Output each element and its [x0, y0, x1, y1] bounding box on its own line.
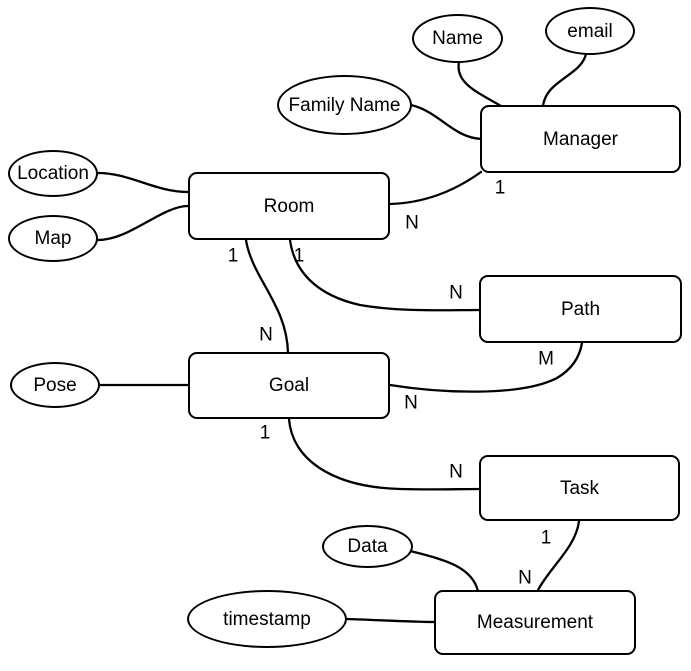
attribute-email-label: email — [567, 20, 613, 42]
edge-goal-task — [287, 417, 482, 491]
entity-goal[interactable]: Goal — [188, 352, 390, 419]
cardinality-room-goal-1: 1 — [227, 245, 239, 267]
edge-data-measurement — [408, 549, 480, 593]
attribute-name[interactable]: Name — [412, 14, 503, 63]
attribute-timestamp-label: timestamp — [223, 608, 311, 630]
edge-goal-path — [388, 341, 584, 393]
cardinality-task-measurement-1: 1 — [540, 527, 552, 549]
entity-measurement[interactable]: Measurement — [434, 590, 636, 655]
edge-map-room — [96, 204, 190, 242]
edge-familyname-manager — [409, 103, 483, 141]
cardinality-room-path-n: N — [449, 282, 463, 304]
entity-manager-label: Manager — [543, 128, 618, 150]
attribute-map-label: Map — [34, 228, 72, 249]
attribute-family-name-label: Family Name — [288, 94, 401, 116]
cardinality-room-manager-1: 1 — [494, 177, 506, 199]
attribute-family-name[interactable]: Family Name — [277, 75, 412, 135]
cardinality-task-measurement-n: N — [518, 567, 532, 589]
entity-manager[interactable]: Manager — [480, 105, 681, 173]
attribute-data[interactable]: Data — [322, 525, 413, 568]
edge-task-measurement — [536, 519, 581, 592]
entity-measurement-label: Measurement — [476, 612, 594, 633]
attribute-data-label: Data — [347, 536, 388, 557]
attribute-pose-label: Pose — [33, 374, 77, 396]
entity-task-label: Task — [559, 477, 600, 499]
edge-room-path — [288, 238, 482, 312]
cardinality-goal-task-1: 1 — [259, 422, 271, 444]
entity-room[interactable]: Room — [188, 172, 390, 240]
entity-task[interactable]: Task — [479, 455, 680, 521]
attribute-name-label: Name — [432, 28, 483, 49]
attribute-location[interactable]: Location — [8, 150, 98, 197]
cardinality-room-goal-n: N — [259, 324, 273, 346]
attribute-timestamp[interactable]: timestamp — [187, 590, 347, 648]
cardinality-room-manager-n: N — [405, 212, 419, 234]
edge-room-goal — [244, 238, 290, 355]
edge-name-manager — [457, 60, 503, 108]
edge-timestamp-measurement — [345, 617, 438, 624]
attribute-pose[interactable]: Pose — [10, 362, 100, 408]
cardinality-goal-task-n: N — [449, 461, 463, 483]
attribute-location-label: Location — [17, 163, 89, 184]
cardinality-room-path-1: 1 — [293, 245, 305, 267]
entity-path-label: Path — [560, 298, 601, 320]
attribute-map[interactable]: Map — [8, 215, 98, 262]
entity-room-label: Room — [263, 195, 315, 217]
attribute-email[interactable]: email — [545, 7, 635, 55]
entity-path[interactable]: Path — [479, 275, 682, 343]
cardinality-goal-path-m: M — [538, 348, 554, 370]
edge-email-manager — [541, 52, 588, 108]
entity-goal-label: Goal — [268, 375, 310, 396]
edge-room-manager — [388, 170, 483, 206]
cardinality-goal-path-n: N — [404, 392, 418, 414]
edge-location-room — [96, 171, 190, 194]
